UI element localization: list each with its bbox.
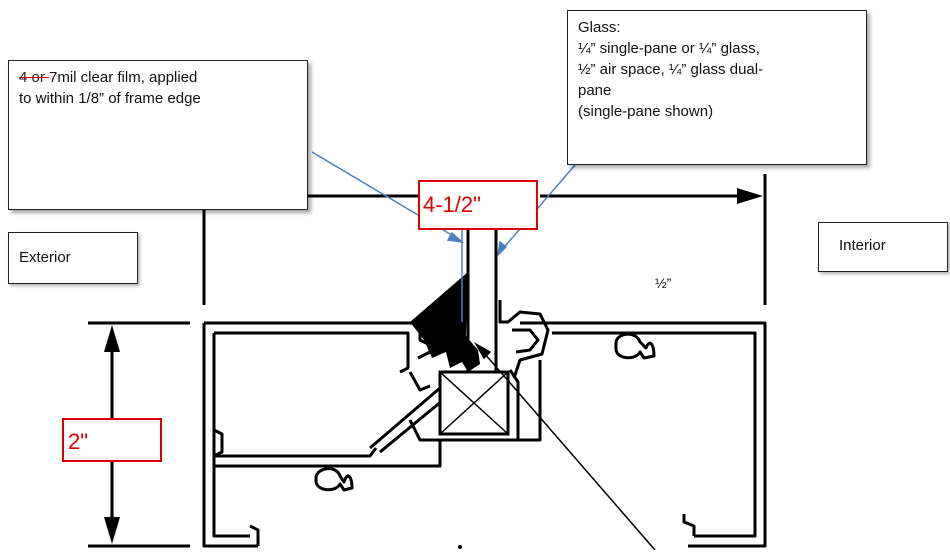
film-callout: 4 or 7mil clear film, applied to within … [8,60,308,210]
exterior-text: Exterior [19,249,71,266]
interior-label: Interior [818,222,948,272]
glass-note-line: pane [578,82,612,99]
frame-profile [202,300,767,548]
glass-note-line: (single-pane shown) [578,103,714,120]
glass-note-line: ½” air space, ¼” glass dual- [578,61,764,78]
exterior-label: Exterior [8,232,138,284]
half-inch-label: ½” [655,275,672,291]
film-note-line2: to within 1/8” of frame edge [19,90,201,107]
film-strike-text: 4 or [19,69,50,86]
glass-callout: Glass: ¼” single-pane or ¼” glass, ½” ai… [567,10,867,165]
height-dimension-label: 2" [62,418,162,462]
width-dimension-label: 4-1/2" [418,180,538,230]
setting-block-leader [473,341,656,551]
bottom-mark [458,545,462,549]
height-dimension-line [88,321,190,548]
glass-note-line: ¼” single-pane or ¼” glass, [578,40,760,57]
interior-text: Interior [839,237,886,254]
film-note-line1: 7mil clear film, applied [49,69,198,86]
setting-block [438,370,510,436]
glass-note-line: Glass: [578,19,621,36]
